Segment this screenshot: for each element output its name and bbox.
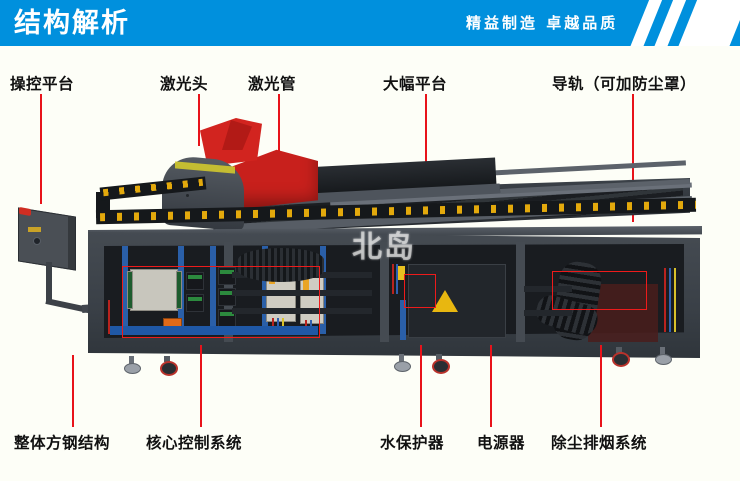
label-laser-head: 激光头 <box>160 76 209 93</box>
wire-blue-ps <box>396 264 398 294</box>
machine-caster-2 <box>432 354 450 374</box>
machine-foot-2 <box>394 354 411 372</box>
guide-rail-rear-1 <box>470 160 686 177</box>
internal-rack-4 <box>524 286 572 292</box>
cabinet-blue-base-strip <box>110 326 318 335</box>
frame-post-1 <box>122 246 128 334</box>
controller-board-edge-2 <box>176 271 182 309</box>
laser-warning-triangle-inner <box>437 298 453 311</box>
driver-module-1 <box>186 272 204 290</box>
exhaust-hose-left <box>238 248 324 282</box>
image-watermark: 北岛 <box>352 231 416 264</box>
power-supply-unit-2 <box>300 272 324 324</box>
leader-line-laser-head <box>198 94 200 146</box>
laser-machine-photo <box>0 104 740 404</box>
wire-red-ps <box>392 264 394 294</box>
internal-rack-5 <box>524 310 572 316</box>
machine-caster-1 <box>160 356 178 376</box>
leader-line-large-platform <box>425 94 427 212</box>
label-control-panel: 操控平台 <box>10 76 75 93</box>
pendant-arm-vertical <box>46 262 52 302</box>
leader-line-control-panel <box>40 94 42 204</box>
banner-slogan: 精益制造 卓越品质 <box>466 14 619 32</box>
label-laser-tube: 激光管 <box>248 76 297 93</box>
machine-foot-1 <box>124 356 141 374</box>
internal-rack-2 <box>232 290 372 296</box>
label-guide-rail: 导轨（可加防尘罩） <box>552 76 697 93</box>
label-core-control-system: 核心控制系统 <box>146 435 243 452</box>
leader-line-control-system <box>200 345 202 427</box>
leader-line-water-protector <box>420 345 422 427</box>
page-header-banner: 结构解析 精益制造 卓越品质 <box>0 0 740 46</box>
power-cabinet-yellow-tab <box>398 266 405 280</box>
controller-board <box>130 269 178 311</box>
highlight-box-water-protector <box>404 274 436 308</box>
wire-blue-1 <box>277 318 279 332</box>
highlight-box-control-system <box>122 266 320 338</box>
leader-line-guide-rail <box>632 94 634 222</box>
highlight-box-dust-exhaust <box>552 271 647 310</box>
internal-rack-3 <box>232 308 372 314</box>
machine-foot-3 <box>655 347 672 365</box>
wire-red-right <box>664 268 666 332</box>
pendant-knob <box>33 237 41 245</box>
label-square-steel-frame: 整体方钢结构 <box>14 435 111 452</box>
label-dust-exhaust-system: 除尘排烟系统 <box>551 435 648 452</box>
wire-blue-right <box>669 268 671 332</box>
pendant-sticker <box>28 227 41 232</box>
label-water-protector: 水保护器 <box>380 435 445 452</box>
driver-module-2 <box>186 294 204 312</box>
wire-yellow-1 <box>282 318 284 332</box>
frame-post-3 <box>210 246 216 334</box>
leader-line-dust-exhaust <box>600 345 602 427</box>
driver-module-4 <box>218 288 236 306</box>
driver-module-5 <box>218 309 236 327</box>
page-title: 结构解析 <box>14 8 130 38</box>
leader-line-laser-tube <box>278 94 280 206</box>
cabinet-divider-3 <box>516 242 525 342</box>
leader-line-power-supply <box>490 345 492 427</box>
label-large-platform: 大幅平台 <box>383 76 448 93</box>
wire-red-1 <box>272 318 274 332</box>
label-power-supply: 电源器 <box>477 435 526 452</box>
banner-stripes-decoration <box>624 0 740 46</box>
wire-red-main <box>108 300 110 334</box>
leader-line-steel-frame <box>72 355 74 427</box>
frame-post-ps <box>400 300 406 340</box>
cabinet-divider-2 <box>380 242 389 342</box>
machine-caster-3 <box>612 347 630 367</box>
laser-head-screw-1 <box>186 194 189 197</box>
controller-board-edge <box>127 271 133 309</box>
wire-yellow-right <box>674 268 676 332</box>
